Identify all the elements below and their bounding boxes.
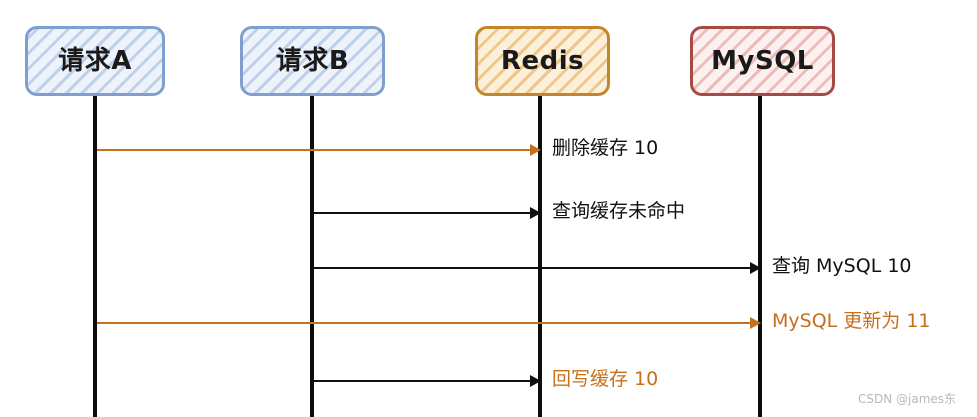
msg-3-arrowhead-icon: [750, 262, 761, 274]
msg-5-line: [314, 380, 532, 382]
msg-5-label: 回写缓存 10: [552, 368, 659, 390]
watermark: CSDN @james东: [858, 392, 957, 406]
participant-label: 请求B: [275, 46, 350, 76]
msg-1-label: 删除缓存 10: [552, 137, 659, 159]
participant-label: Redis: [500, 46, 585, 76]
participant-request-b[interactable]: 请求B: [240, 26, 385, 96]
participant-request-a[interactable]: 请求A: [25, 26, 165, 96]
msg-1-line: [97, 149, 532, 151]
participant-redis[interactable]: Redis: [475, 26, 610, 96]
lifeline-request-a: [93, 96, 97, 417]
msg-5-arrowhead-icon: [530, 375, 541, 387]
participant-label: 请求A: [58, 46, 132, 76]
msg-3-line: [314, 267, 752, 269]
lifeline-request-b: [310, 96, 314, 417]
participant-mysql[interactable]: MySQL: [690, 26, 835, 96]
msg-4-line: [97, 322, 752, 324]
lifeline-mysql: [758, 96, 762, 417]
lifeline-redis: [538, 96, 542, 417]
msg-2-arrowhead-icon: [530, 207, 541, 219]
msg-4-label: MySQL 更新为 11: [772, 310, 931, 332]
participant-label: MySQL: [711, 46, 814, 76]
msg-4-arrowhead-icon: [750, 317, 761, 329]
msg-3-label: 查询 MySQL 10: [772, 255, 912, 277]
msg-1-arrowhead-icon: [530, 144, 541, 156]
msg-2-line: [314, 212, 532, 214]
msg-2-label: 查询缓存未命中: [552, 200, 686, 222]
